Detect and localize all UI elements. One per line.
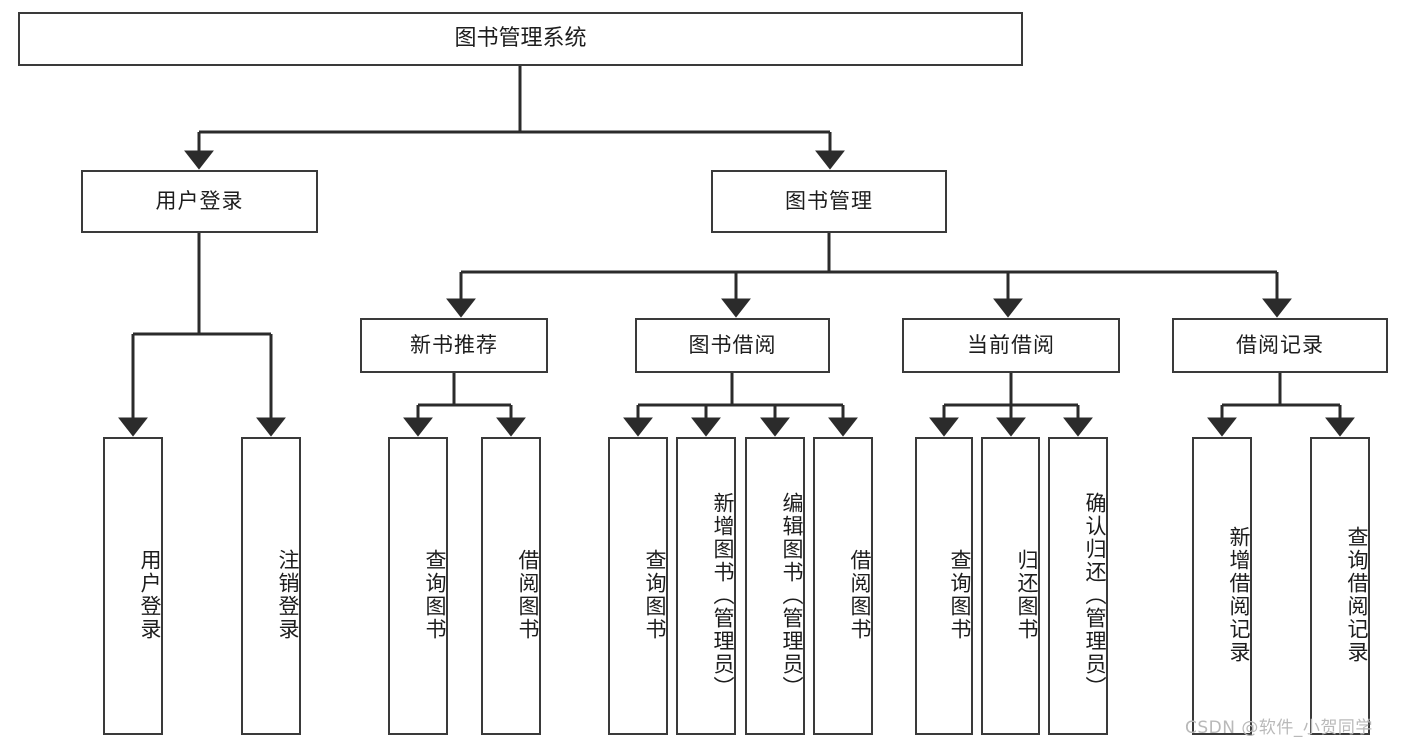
leaf-borrow-book-rec[interactable]: 借阅图书 — [481, 437, 541, 735]
leaf-query-book-rec-label: 查询图书 — [423, 549, 447, 641]
leaf-query-book-cur[interactable]: 查询图书 — [915, 437, 973, 735]
leaf-user-login-label: 用户登录 — [138, 549, 162, 641]
leaf-return-book[interactable]: 归还图书 — [981, 437, 1040, 735]
node-root[interactable]: 图书管理系统 — [18, 12, 1023, 66]
leaf-borrow-book[interactable]: 借阅图书 — [813, 437, 873, 735]
leaf-edit-book-label: 编辑图书（管理员） — [780, 491, 804, 699]
node-book-borrow[interactable]: 图书借阅 — [635, 318, 830, 373]
leaf-add-book[interactable]: 新增图书（管理员） — [676, 437, 736, 735]
leaf-logout-label: 注销登录 — [276, 549, 300, 641]
node-root-label: 图书管理系统 — [454, 25, 587, 51]
leaf-confirm-return-label: 确认归还（管理员） — [1083, 491, 1107, 699]
leaf-query-book-rec[interactable]: 查询图书 — [388, 437, 448, 735]
leaf-borrow-book-label: 借阅图书 — [848, 549, 872, 641]
leaf-query-book-cur-label: 查询图书 — [948, 549, 972, 641]
node-current-borrow-label: 当前借阅 — [967, 332, 1055, 357]
leaf-query-book-borrow[interactable]: 查询图书 — [608, 437, 668, 735]
leaf-borrow-book-rec-label: 借阅图书 — [516, 549, 540, 641]
leaf-user-login[interactable]: 用户登录 — [103, 437, 163, 735]
leaf-logout[interactable]: 注销登录 — [241, 437, 301, 735]
leaf-return-book-label: 归还图书 — [1015, 549, 1039, 641]
leaf-confirm-return[interactable]: 确认归还（管理员） — [1048, 437, 1108, 735]
node-new-book-rec[interactable]: 新书推荐 — [360, 318, 548, 373]
watermark: CSDN @软件_小贺同学 — [1185, 718, 1373, 738]
node-new-book-rec-label: 新书推荐 — [410, 332, 498, 357]
leaf-query-record[interactable]: 查询借阅记录 — [1310, 437, 1370, 735]
leaf-add-book-label: 新增图书（管理员） — [711, 491, 735, 699]
leaf-edit-book[interactable]: 编辑图书（管理员） — [745, 437, 805, 735]
leaf-add-record[interactable]: 新增借阅记录 — [1192, 437, 1252, 735]
node-book-manage[interactable]: 图书管理 — [711, 170, 947, 233]
leaf-query-record-label: 查询借阅记录 — [1345, 526, 1369, 664]
node-borrow-record[interactable]: 借阅记录 — [1172, 318, 1388, 373]
node-book-manage-label: 图书管理 — [785, 188, 873, 213]
node-borrow-record-label: 借阅记录 — [1236, 332, 1324, 357]
node-current-borrow[interactable]: 当前借阅 — [902, 318, 1120, 373]
node-user-login[interactable]: 用户登录 — [81, 170, 318, 233]
leaf-add-record-label: 新增借阅记录 — [1227, 526, 1251, 664]
node-user-login-label: 用户登录 — [155, 188, 244, 213]
node-book-borrow-label: 图书借阅 — [688, 332, 777, 357]
leaf-query-book-borrow-label: 查询图书 — [643, 549, 667, 641]
